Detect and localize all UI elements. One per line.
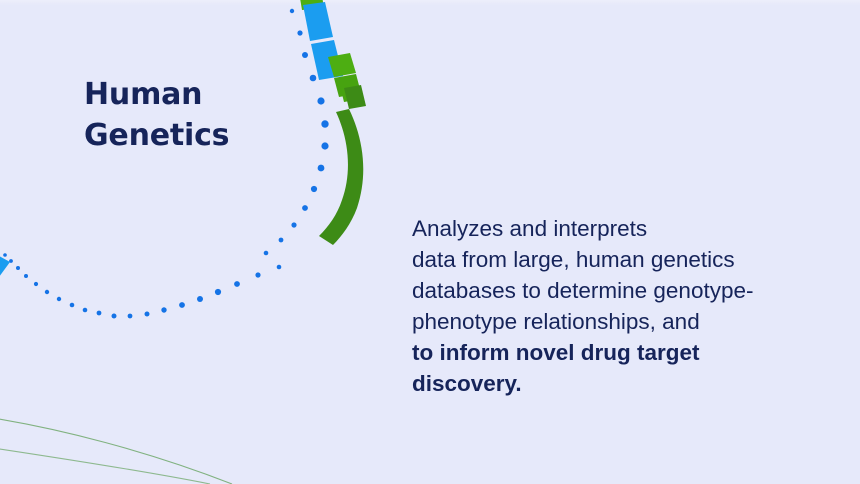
trail-dot: [24, 274, 28, 278]
page-title-line-1: Human: [84, 77, 203, 112]
seg-blue-1: [303, 2, 333, 41]
trail-dot: [16, 266, 20, 270]
trail-dot: [276, 264, 282, 270]
description-line-4: phenotype relationships, and: [412, 309, 700, 334]
seg-green-top: [300, 0, 324, 10]
trail-dot: [127, 313, 133, 319]
trail-dot: [82, 307, 88, 313]
trail-dot: [297, 30, 303, 36]
trail-dot: [278, 237, 284, 243]
trail-dot: [317, 164, 325, 172]
description-line-1: Analyzes and interprets: [412, 216, 648, 241]
trail-dot: [56, 296, 62, 302]
page-title-line-2: Genetics: [84, 118, 230, 153]
dotted-blue-trail: [3, 8, 329, 319]
trail-dot: [302, 205, 308, 211]
trail-dot: [302, 52, 308, 58]
trail-dot: [96, 310, 102, 316]
trail-dot: [263, 250, 269, 256]
description-line-3: databases to determine genotype-: [412, 278, 754, 303]
trail-dot: [179, 302, 185, 308]
trail-dot: [111, 313, 117, 319]
trail-dot: [255, 272, 261, 278]
trail-dot: [310, 185, 318, 193]
trail-dot: [3, 253, 7, 257]
page-title: Human Genetics: [84, 74, 344, 156]
top-edge-band: [0, 0, 860, 6]
trail-dot: [144, 311, 150, 317]
trail-dot: [289, 8, 295, 14]
trail-dot: [9, 259, 13, 263]
left-arrow-marker: [0, 256, 10, 276]
trail-dot: [33, 281, 39, 287]
description-text: Analyzes and interprets data from large,…: [412, 213, 842, 399]
thin-curve-group: [0, 418, 233, 484]
trail-dot: [44, 289, 50, 295]
trail-dot: [197, 296, 203, 302]
thin-curve-upper: [0, 418, 233, 484]
trail-dot: [214, 288, 222, 296]
description-line-2: data from large, human genetics: [412, 247, 735, 272]
thin-curve-lower: [0, 448, 211, 484]
description-line-5: to inform novel drug target: [412, 340, 700, 365]
trail-dot: [69, 302, 75, 308]
seg-green-4: [344, 85, 366, 109]
trail-dot: [161, 307, 167, 313]
trail-dot: [291, 222, 297, 228]
description-line-6: discovery.: [412, 371, 522, 396]
trail-dot: [234, 281, 240, 287]
